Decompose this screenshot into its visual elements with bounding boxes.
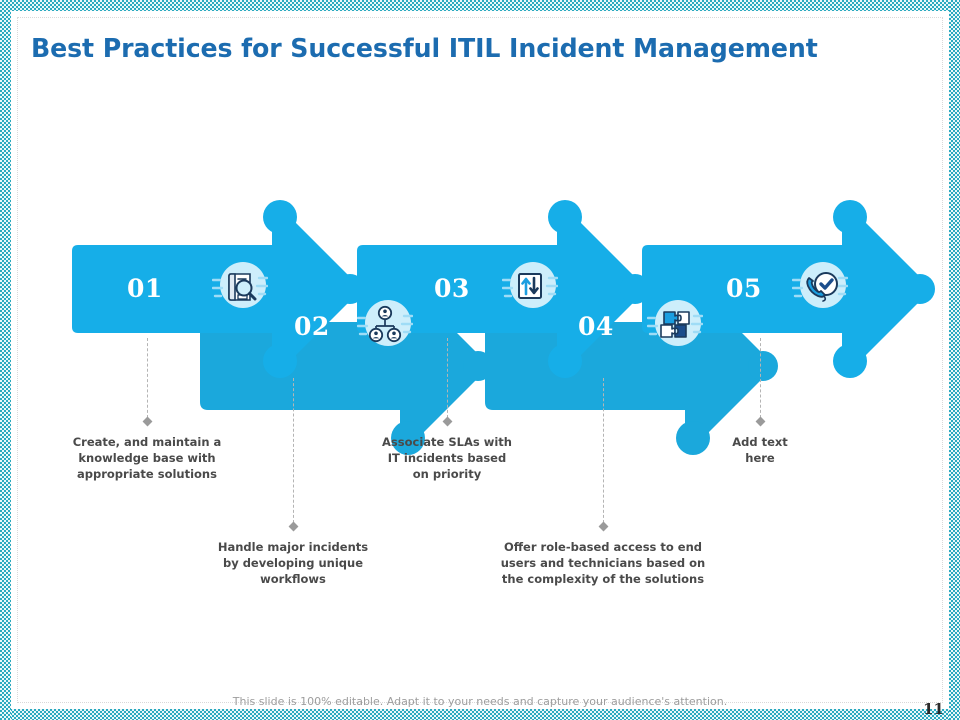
step-caption-05: Add text here	[732, 435, 788, 465]
step-number-05: 05	[726, 274, 762, 303]
connector-line-02	[293, 378, 294, 523]
slide-border-right	[949, 0, 960, 720]
org-hierarchy-icon	[357, 296, 413, 352]
puzzle-pieces-icon	[647, 296, 703, 352]
book-search-icon	[212, 258, 268, 314]
phone-check-icon	[792, 258, 848, 314]
page-number: 11	[923, 700, 944, 718]
editable-slide-note: This slide is 100% editable. Adapt it to…	[232, 695, 728, 708]
step-number-01: 01	[127, 274, 163, 303]
step-caption-02: Handle major incidents by developing uni…	[217, 540, 369, 586]
slide-border-left	[0, 0, 11, 720]
connector-line-05	[760, 338, 761, 418]
step-number-03: 03	[434, 274, 470, 303]
connector-line-04	[603, 378, 604, 523]
step-caption-04: Offer role-based access to end users and…	[500, 540, 706, 586]
arrow-step-05	[642, 200, 935, 378]
connector-line-01	[147, 338, 148, 418]
slide-border-bottom	[0, 709, 960, 720]
step-number-02: 02	[294, 312, 330, 341]
priority-arrows-icon	[502, 258, 558, 314]
page-title: Best Practices for Successful ITIL Incid…	[31, 34, 818, 64]
arrow-step-03	[357, 200, 650, 378]
step-caption-01: Create, and maintain a knowledge base wi…	[72, 435, 222, 481]
connector-line-03	[447, 338, 448, 418]
step-number-04: 04	[578, 312, 614, 341]
step-caption-03: Associate SLAs with IT incidents based o…	[382, 435, 512, 481]
slide-border-top	[0, 0, 960, 11]
